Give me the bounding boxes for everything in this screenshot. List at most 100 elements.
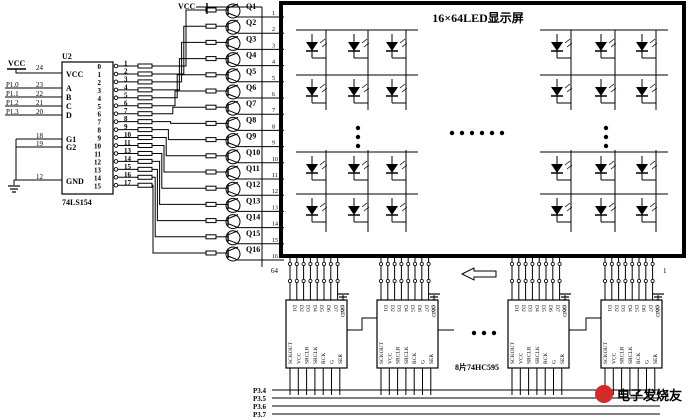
led-part <box>348 164 360 173</box>
watermark-text: 电子发烧友 <box>617 388 682 403</box>
led-16 <box>551 156 573 180</box>
transistor-label-q14: Q14 <box>246 213 260 222</box>
components <box>8 1 686 403</box>
pin-srclr: SRCLR <box>396 346 402 364</box>
pin-gnd: GND <box>561 305 567 317</box>
shift-register-chip-1 <box>285 299 348 369</box>
output-resistor <box>137 119 153 125</box>
vcc-left-wire <box>15 69 62 74</box>
output-13: 13 <box>94 166 102 174</box>
row-number-5: 5 <box>272 76 275 82</box>
output-pin-10: 10 <box>124 131 132 139</box>
watermark-logo-icon <box>595 385 613 403</box>
pin-srclr: SRCLR <box>620 346 626 364</box>
pin-D7: D7 <box>647 305 653 312</box>
led-part <box>551 42 563 51</box>
pin-D4: D4 <box>402 305 408 312</box>
output-resistor <box>137 111 153 117</box>
column-terminal <box>301 261 306 266</box>
column-terminal <box>308 278 313 283</box>
base-resistor <box>205 169 217 175</box>
output-pin-4: 4 <box>124 83 128 91</box>
horizontal-ellipsis-dot <box>449 130 455 136</box>
output-resistor <box>137 174 153 180</box>
pin-ser: SER <box>429 354 435 364</box>
pin-srclr: SRCLR <box>305 346 311 364</box>
output-resistor <box>137 103 153 109</box>
transistor-label-q2: Q2 <box>246 18 256 27</box>
vcc-left-label: VCC <box>8 59 26 68</box>
pin-vcc: VCC <box>518 352 524 364</box>
column-terminal <box>378 278 383 283</box>
column-terminal <box>315 278 320 283</box>
column-terminal <box>544 278 549 283</box>
pin-21: 21 <box>36 99 44 107</box>
pin-20: 20 <box>36 108 44 116</box>
pin-D0: D0 <box>654 305 660 312</box>
pin-rck: RCK <box>321 353 327 364</box>
output-bubble <box>113 79 119 85</box>
transistor-collector <box>227 190 239 196</box>
output-bubble <box>113 182 119 188</box>
output-14: 14 <box>94 174 102 182</box>
port-P3.6: P3.6 <box>253 403 267 411</box>
transistor-q2 <box>225 19 241 35</box>
output-bubble <box>113 167 119 172</box>
pin-D1: D1 <box>382 305 388 312</box>
column-terminal <box>406 261 411 266</box>
led-7 <box>306 79 328 103</box>
row-number-15: 15 <box>272 238 278 244</box>
transistor-q1 <box>225 3 241 19</box>
output-bubble <box>113 103 119 108</box>
led-21 <box>386 198 408 222</box>
led-part <box>595 42 607 51</box>
output-bubble <box>113 135 119 140</box>
column-terminal <box>637 278 642 283</box>
shift-register-chip-4 <box>600 299 663 369</box>
transistor-q7 <box>225 100 241 116</box>
transistor-collector <box>227 77 239 83</box>
led-12 <box>636 79 658 103</box>
pin-D6: D6 <box>547 305 553 312</box>
output-resistor <box>137 79 153 85</box>
row-number-10: 10 <box>272 157 278 163</box>
output-route-8 <box>152 129 206 141</box>
led-14 <box>348 156 370 180</box>
transistor-collector <box>227 44 239 50</box>
transistor-label-q8: Q8 <box>246 115 256 124</box>
transistor-label-q11: Q11 <box>246 164 260 173</box>
row-number-1: 1 <box>272 11 275 17</box>
input-G1: G1 <box>66 135 76 144</box>
row-number-13: 13 <box>272 205 278 211</box>
pin-ser: SER <box>338 354 344 364</box>
output-resistor <box>137 182 153 188</box>
led-part <box>610 42 617 48</box>
led-3 <box>386 34 408 58</box>
pin-D5: D5 <box>409 305 415 312</box>
column-terminal <box>385 261 390 266</box>
pin-ser: SER <box>653 354 659 364</box>
led-15 <box>386 156 408 180</box>
pin-22: 22 <box>36 90 44 98</box>
transistor-label-q13: Q13 <box>246 196 260 205</box>
column-terminal <box>399 261 404 266</box>
led-part <box>608 38 615 44</box>
horizontal-ellipsis-dot <box>469 130 475 136</box>
column-terminal <box>406 278 411 283</box>
led-part <box>401 164 408 170</box>
led-part <box>566 206 573 212</box>
led-8 <box>348 79 370 103</box>
transistor-collector <box>227 28 239 34</box>
row-number-9: 9 <box>272 141 275 147</box>
pin-D7: D7 <box>554 305 560 312</box>
row-number-16: 16 <box>272 254 278 260</box>
row-number-4: 4 <box>272 60 275 66</box>
column-terminal <box>650 261 655 266</box>
column-terminal <box>412 261 417 266</box>
port-P1.0: P1.0 <box>6 81 19 89</box>
row-number-11: 11 <box>272 173 278 179</box>
column-terminal <box>419 261 424 266</box>
transistor-q16 <box>225 246 241 262</box>
output-pin-17: 17 <box>124 179 132 187</box>
led-part <box>649 38 656 44</box>
